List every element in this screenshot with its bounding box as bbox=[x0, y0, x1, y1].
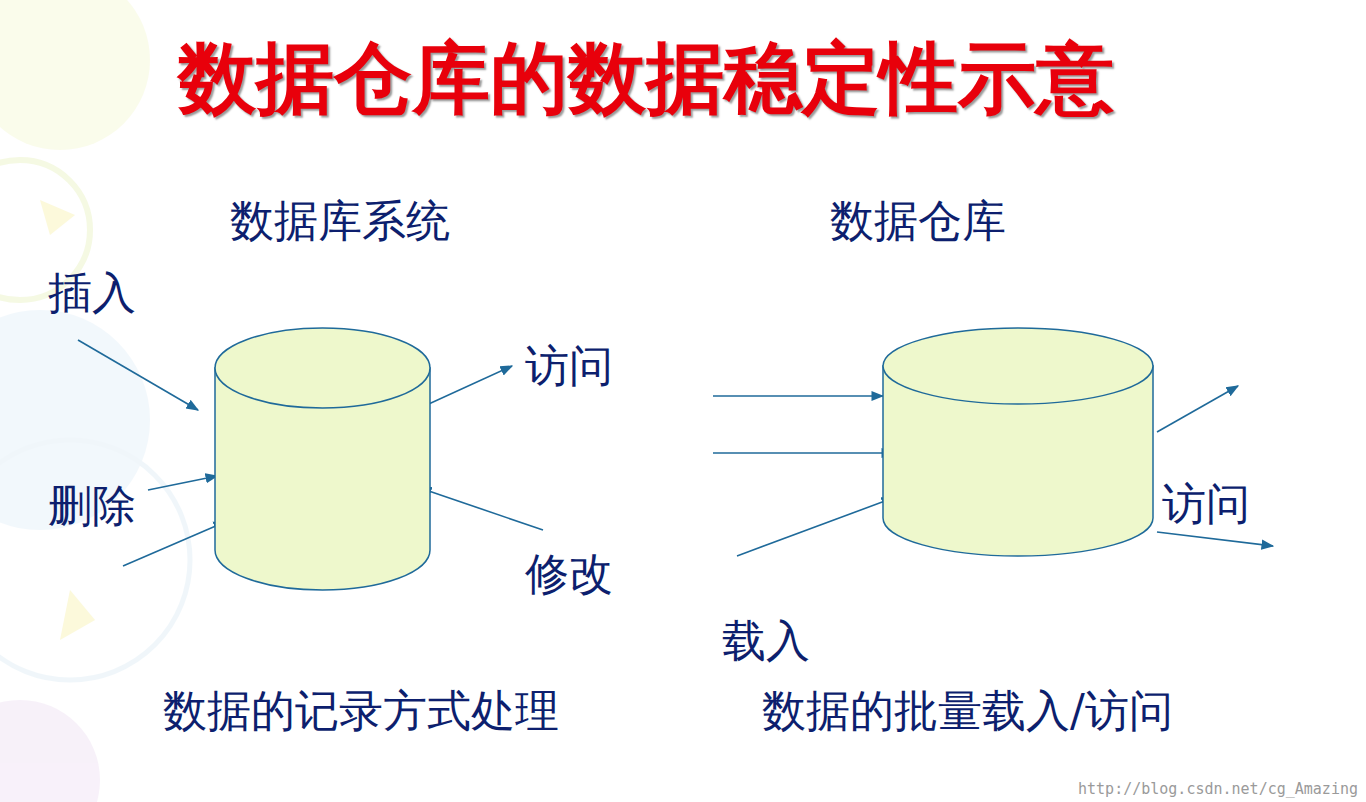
caption-text: 数据的记录方式处理 bbox=[163, 685, 559, 738]
delete-arrow bbox=[123, 522, 225, 566]
operation-label: 载入 bbox=[722, 615, 810, 668]
cylinder-store: 数据库系统 bbox=[215, 328, 430, 590]
access-arrow bbox=[1157, 532, 1273, 546]
cylinder-top bbox=[215, 328, 430, 408]
cylinder-shape bbox=[882, 327, 1154, 557]
cylinder-shape bbox=[214, 327, 431, 591]
operation-label: 插入 bbox=[48, 267, 136, 320]
store-heading: 数据库系统 bbox=[230, 195, 450, 248]
access-arrow bbox=[420, 366, 512, 408]
cylinder-store: 数据仓库 bbox=[883, 328, 1153, 556]
delete-arrow bbox=[148, 476, 217, 490]
store-heading: 数据仓库 bbox=[830, 195, 1006, 248]
watermark: http://blog.csdn.net/cg_Amazing bbox=[1078, 780, 1358, 798]
load-arrow bbox=[713, 452, 893, 454]
operation-label: 访问 bbox=[525, 340, 613, 393]
load-arrow bbox=[737, 498, 893, 556]
title: 数据仓库的数据稳定性示意 bbox=[178, 36, 1114, 122]
operation-label: 修改 bbox=[525, 548, 613, 601]
operation-label: 删除 bbox=[48, 480, 136, 533]
caption-text: 数据的批量载入/访问 bbox=[762, 685, 1173, 738]
insert-arrow bbox=[78, 340, 198, 410]
operation-label: 访问 bbox=[1160, 478, 1252, 531]
load-arrow bbox=[713, 395, 883, 397]
access-arrow bbox=[1157, 386, 1238, 432]
modify-arrow bbox=[420, 488, 543, 530]
cylinder-top bbox=[883, 328, 1153, 404]
background-decoration bbox=[0, 0, 190, 802]
